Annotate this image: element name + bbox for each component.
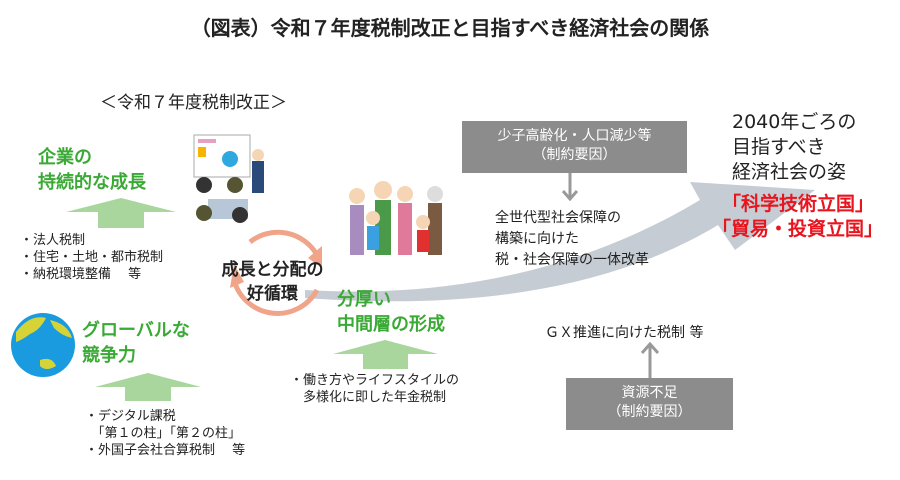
constraint-box-demographics: 少子高齢化・人口減少等 （制約要因） [462, 121, 687, 173]
box-line: 少子高齢化・人口減少等 [497, 128, 652, 144]
global-heading: グローバルな競争力 [82, 318, 190, 368]
bullet-item: ・住宅・土地・都市税制 [20, 250, 164, 265]
corporate-heading: 企業の持続的な成長 [38, 145, 146, 195]
bullet-item: 多様化に即した年金税制 [290, 390, 447, 405]
up-arrow-icon [641, 342, 659, 378]
cycle-arrows-icon [230, 229, 322, 316]
box-line: （制約要因） [607, 404, 692, 420]
cycle-line: 成長と分配の [221, 260, 324, 280]
heading-line: 企業の [38, 147, 92, 168]
bullet-item: ・デジタル課税 [85, 409, 176, 424]
globe-icon [11, 313, 75, 377]
section-subtitle: ＜令和７年度税制改正＞ [100, 93, 287, 113]
corporate-bullets: ・法人税制・住宅・土地・都市税制・納税環境整備 等 [20, 232, 163, 283]
family-illustration [349, 181, 443, 255]
up-arrow-icon [333, 340, 438, 369]
bullet-item: ・納税環境整備 等 [20, 267, 142, 282]
up-arrow-icon [95, 373, 201, 401]
middle-class-bullets: ・働き方やライフスタイルの 多様化に即した年金税制 [290, 372, 459, 406]
heading-line: 持続的な成長 [38, 172, 146, 193]
heading-line: 分厚い [337, 289, 391, 310]
gx-text: ＧＸ推進に向けた税制 等 [545, 325, 704, 341]
page-title: （図表）令和７年度税制改正と目指すべき経済社会の関係 [190, 16, 710, 40]
reform-line: 全世代型社会保障の [495, 210, 621, 226]
box-line: （制約要因） [532, 147, 617, 163]
reform-line: 構築に向けた [495, 231, 579, 247]
goal-targets: 「科学技術立国」「貿易・投資立国」 [712, 192, 883, 242]
box-line: 資源不足 [621, 385, 678, 401]
heading-line: 競争力 [82, 345, 136, 366]
goal-target: 「貿易・投資立国」 [712, 218, 884, 240]
cycle-line: 好循環 [247, 284, 298, 304]
reform-line: 税・社会保障の一体改革 [495, 252, 649, 268]
goal-line: 経済社会の姿 [732, 161, 847, 183]
bullet-item: ・働き方やライフスタイルの [290, 373, 460, 388]
global-bullets: ・デジタル課税 「第１の柱」「第２の柱」・外国子会社合算税制 等 [85, 408, 245, 459]
goal-line: 2040年ごろの [732, 111, 857, 133]
goal-line: 目指すべき [732, 136, 826, 158]
cycle-label: 成長と分配の好循環 [205, 258, 340, 306]
heading-line: 中間層の形成 [337, 314, 445, 335]
bullet-item: ・法人税制 [20, 233, 86, 248]
down-arrow-icon [562, 173, 578, 201]
goal-target: 「科学技術立国」 [722, 193, 875, 215]
constraint-box-resources: 資源不足 （制約要因） [566, 378, 733, 430]
heading-line: グローバルな [82, 320, 190, 341]
up-arrow-icon [66, 198, 176, 228]
meeting-illustration [193, 134, 264, 223]
goal-heading: 2040年ごろの目指すべき経済社会の姿 [732, 110, 856, 185]
reform-text: 全世代型社会保障の構築に向けた税・社会保障の一体改革 [495, 208, 649, 271]
middle-class-heading: 分厚い中間層の形成 [337, 287, 445, 337]
bullet-item: ・外国子会社合算税制 等 [85, 443, 246, 458]
bullet-item: 「第１の柱」「第２の柱」 [85, 426, 242, 441]
